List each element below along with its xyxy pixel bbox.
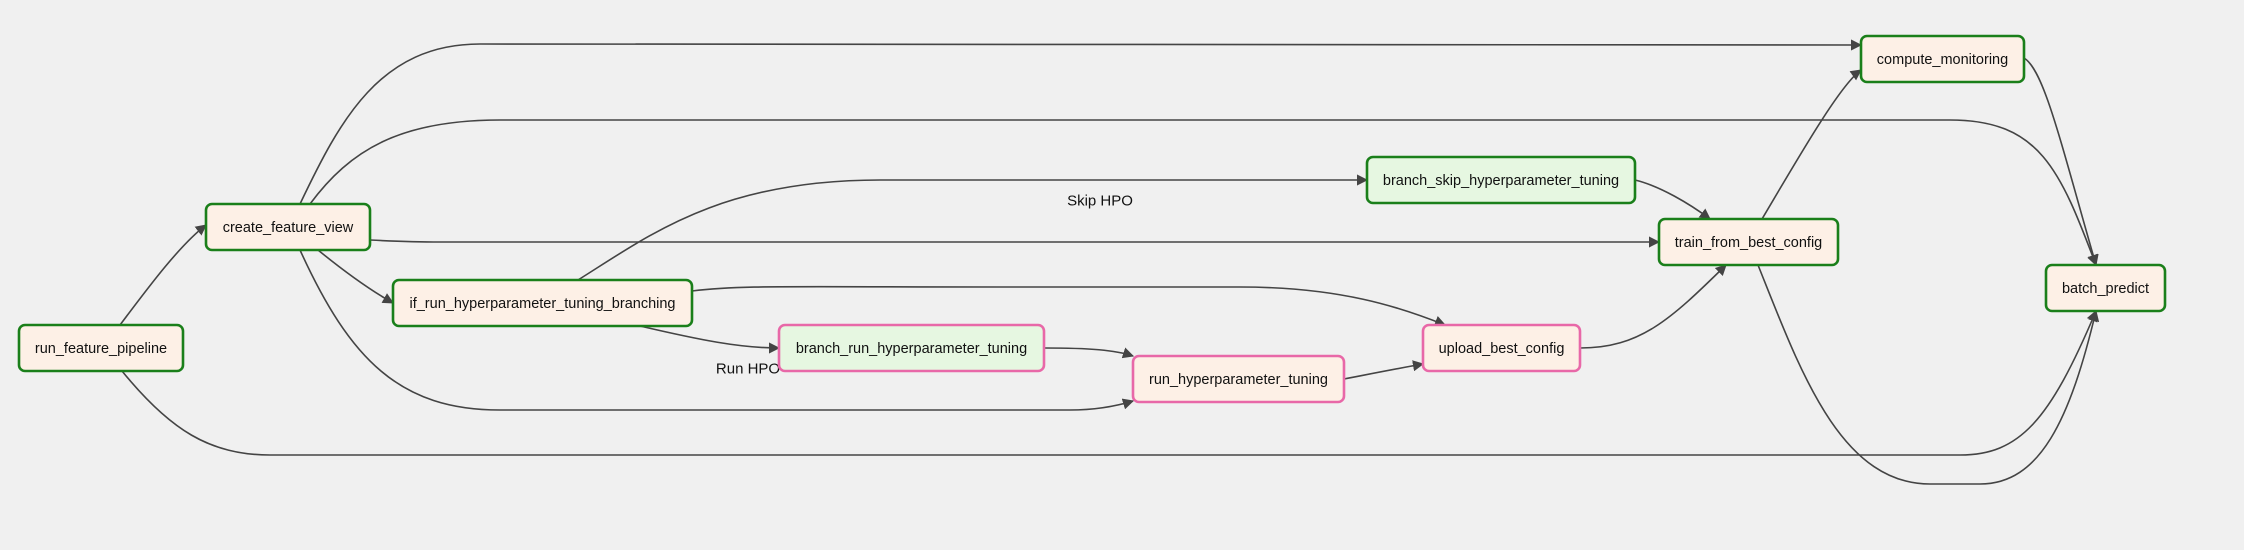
nodes-layer: run_feature_pipeline create_feature_viewi… xyxy=(17,34,2167,404)
edge-run_feature_pipeline-to-create_feature_view xyxy=(119,224,207,326)
task-node-box[interactable] xyxy=(391,278,694,328)
task-node-label: branch_run_hyperparameter_tuning xyxy=(796,341,1027,357)
task-node-label: if_run_hyperparameter_tuning_branching xyxy=(409,296,675,312)
task-node-create-feature-view[interactable]: create_feature_view xyxy=(204,202,372,252)
task-node-label: train_from_best_config xyxy=(1675,235,1823,251)
edge-run_hyperparameter_tuning-to-upload_best_config xyxy=(1343,360,1425,380)
task-node-label: create_feature_view xyxy=(223,220,354,236)
edge-line xyxy=(1043,347,1135,359)
task-node-label: compute_monitoring xyxy=(1877,52,2008,68)
edge-compute_monitoring-to-batch_predict xyxy=(2023,57,2099,267)
task-node-box[interactable] xyxy=(1131,354,1346,404)
edge-train_from_best_config-to-compute_monitoring xyxy=(1761,69,1862,220)
edge-line xyxy=(2023,57,2099,267)
edge-line xyxy=(1634,179,1711,220)
task-node-label: upload_best_config xyxy=(1439,341,1565,357)
edges-layer xyxy=(119,39,2100,485)
edge-line xyxy=(1579,264,1727,349)
edge-label: Skip HPO xyxy=(1067,193,1133,210)
edge-line xyxy=(369,236,1661,248)
task-node-branch-run-hyperparameter-tuning[interactable]: branch_run_hyperparameter_tuning xyxy=(777,323,1046,373)
task-node-box[interactable] xyxy=(204,202,372,252)
edge-branch_run_hyperparameter_tuning-to-run_hyperparameter_tuning xyxy=(1043,347,1135,359)
edge-create_feature_view-to-run_hyperparameter_tuning xyxy=(299,249,1135,411)
edge-if_run_hyperparameter_tuning_branching-to-upload_best_config xyxy=(691,285,1447,327)
edge-line xyxy=(299,249,1135,411)
edge-if_run_hyperparameter_tuning_branching-to-branch_skip_hyperparameter_tuning xyxy=(577,174,1369,281)
edge-line xyxy=(1343,360,1425,380)
edge-run_feature_pipeline-to-batch_predict xyxy=(121,309,2098,456)
task-node-if-run-hyperparameter-tuning-branching[interactable]: if_run_hyperparameter_tuning_branching xyxy=(391,278,694,328)
edge-if_run_hyperparameter_tuning_branching-to-branch_run_hyperparameter_tuning xyxy=(639,325,781,354)
task-node-box[interactable] xyxy=(2044,263,2167,313)
edge-line xyxy=(1757,264,2100,485)
task-node-branch-skip-hyperparameter-tuning[interactable]: branch_skip_hyperparameter_tuning xyxy=(1365,155,1637,205)
edge-line xyxy=(119,224,207,326)
task-node-box[interactable] xyxy=(1657,217,1840,267)
edge-line xyxy=(309,119,2098,267)
edge-train_from_best_config-to-batch_predict xyxy=(1757,264,2100,485)
edge-line xyxy=(299,39,1863,205)
edge-create_feature_view-to-compute_monitoring xyxy=(299,39,1863,205)
task-node-compute-monitoring[interactable]: compute_monitoring xyxy=(1859,34,2026,84)
task-node-box[interactable] xyxy=(777,323,1046,373)
task-node-run-hyperparameter-tuning[interactable]: run_hyperparameter_tuning xyxy=(1131,354,1346,404)
edge-upload_best_config-to-train_from_best_config xyxy=(1579,264,1727,349)
task-node-box[interactable] xyxy=(1421,323,1582,373)
edge-line xyxy=(691,285,1447,327)
edge-label: Run HPO xyxy=(716,361,780,378)
edge-branch_skip_hyperparameter_tuning-to-train_from_best_config xyxy=(1634,179,1711,220)
edge-line xyxy=(577,174,1369,281)
task-node-run-feature-pipeline[interactable]: run_feature_pipeline xyxy=(17,323,185,373)
edge-create_feature_view-to-if_run_hyperparameter_tuning_branching xyxy=(317,249,394,304)
edge-line xyxy=(639,325,781,354)
edge-line xyxy=(121,309,2098,456)
task-node-label: run_hyperparameter_tuning xyxy=(1149,372,1328,388)
task-node-upload-best-config[interactable]: upload_best_config xyxy=(1421,323,1582,373)
edge-line xyxy=(1761,69,1862,220)
task-node-label: batch_predict xyxy=(2062,281,2149,297)
task-node-box[interactable] xyxy=(1365,155,1637,205)
task-node-batch-predict[interactable]: batch_predict xyxy=(2044,263,2167,313)
edge-line xyxy=(317,249,394,304)
task-node-box[interactable] xyxy=(17,323,185,373)
edge-create_feature_view-to-train_from_best_config xyxy=(369,236,1661,248)
edge-create_feature_view-to-batch_predict xyxy=(309,119,2098,267)
task-node-label: run_feature_pipeline xyxy=(35,341,167,357)
edge-labels-layer: Skip HPO Run HPO xyxy=(716,193,1133,378)
task-node-train-from-best-config[interactable]: train_from_best_config xyxy=(1657,217,1840,267)
task-node-box[interactable] xyxy=(1859,34,2026,84)
task-node-label: branch_skip_hyperparameter_tuning xyxy=(1383,173,1619,189)
